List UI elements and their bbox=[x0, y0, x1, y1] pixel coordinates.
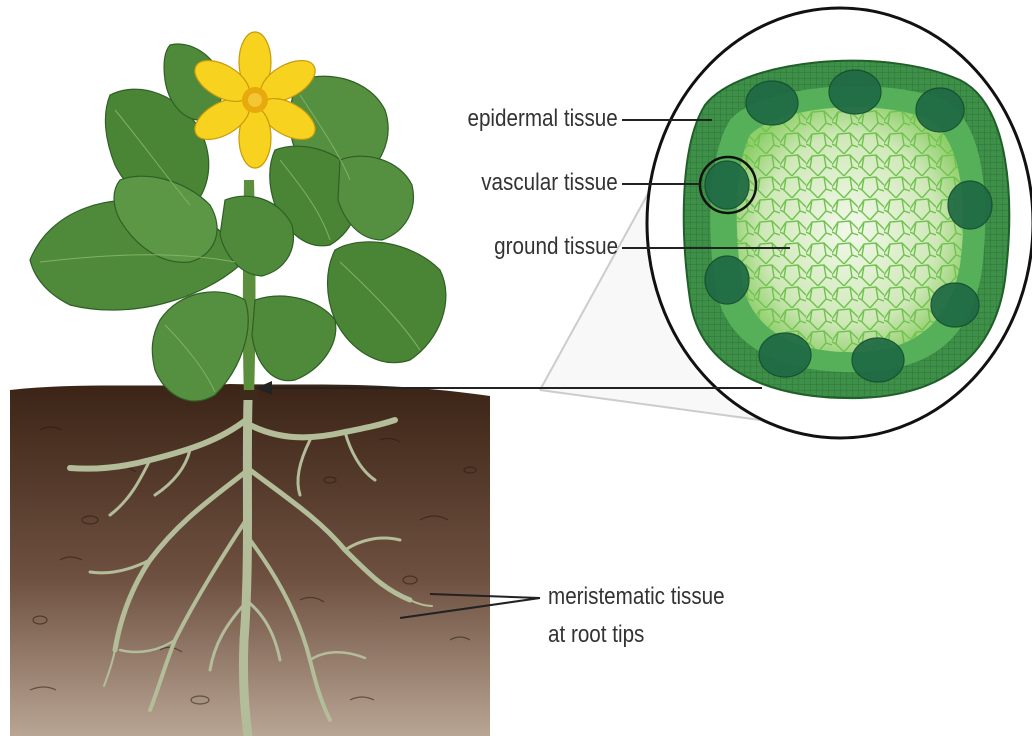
label-ground-tissue: ground tissue bbox=[494, 233, 618, 261]
label-epidermal-tissue: epidermal tissue bbox=[468, 105, 618, 133]
label-vascular-tissue: vascular tissue bbox=[481, 169, 618, 197]
label-meristematic-tissue: meristematic tissue bbox=[548, 583, 725, 611]
stem-cross-section bbox=[647, 8, 1032, 438]
label-at-root-tips: at root tips bbox=[548, 621, 644, 649]
